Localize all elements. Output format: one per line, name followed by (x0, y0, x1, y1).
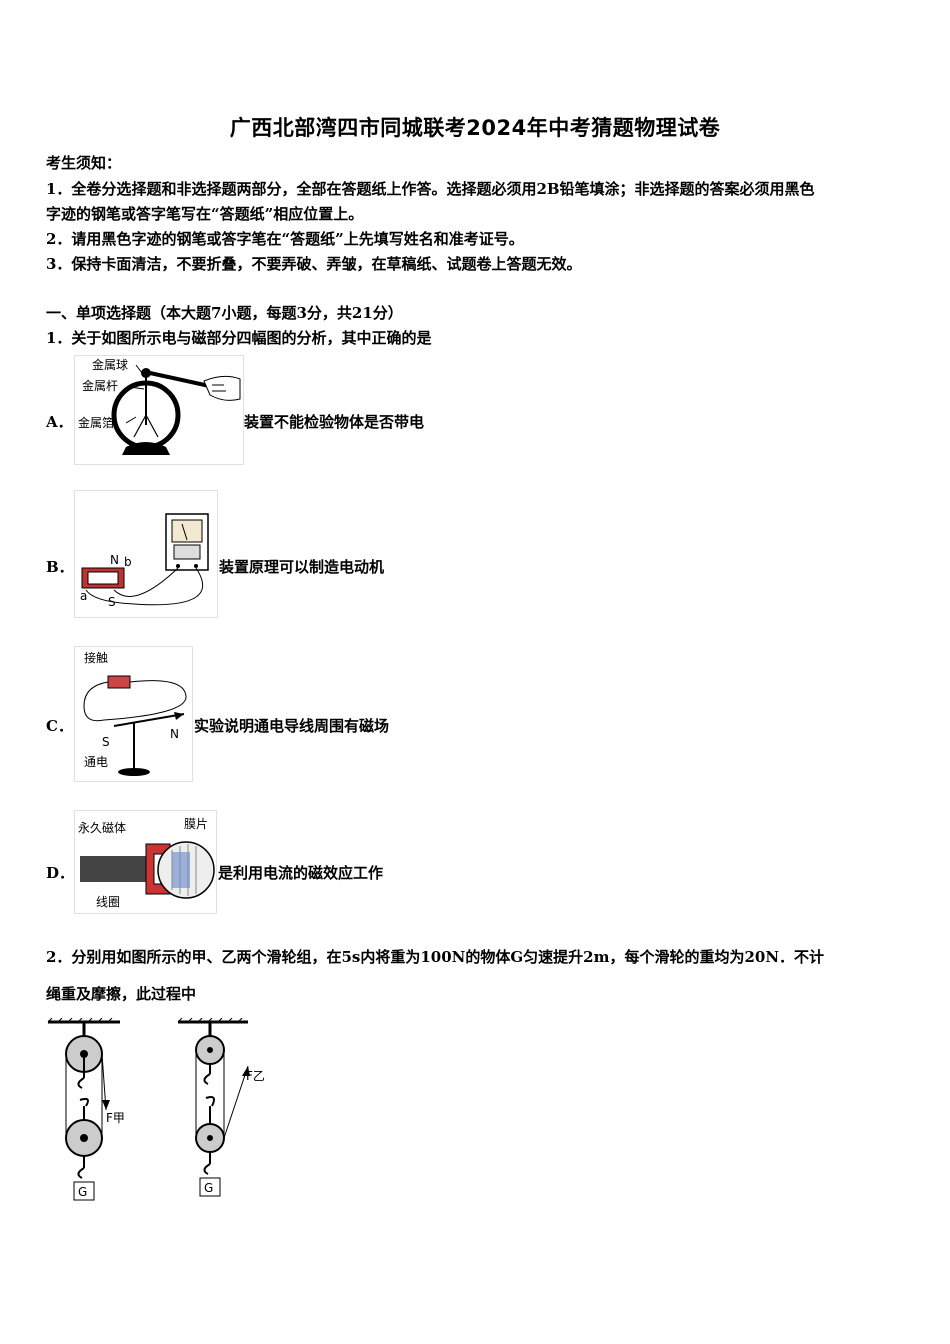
notice-item-2: 2．请用黑色字迹的钢笔或答字笔在“答题纸”上先填写姓名和准考证号。 (46, 230, 524, 248)
option-b-text: 装置原理可以制造电动机 (219, 558, 385, 576)
notice-item-1-line-2: 字迹的钢笔或答字笔写在“答题纸”相应位置上。 (46, 205, 364, 223)
generator-figure: N b a S (74, 490, 219, 618)
label-coil: 线圈 (96, 895, 120, 909)
pulley-figure-jia: F甲 G (46, 1018, 142, 1204)
label-permanent-magnet: 永久磁体 (78, 820, 126, 835)
label-energized: 通电 (84, 755, 108, 769)
notice-item-3: 3．保持卡面清洁，不要折叠，不要弄破、弄皱，在草稿纸、试题卷上答题无效。 (46, 255, 582, 273)
oersted-figure: 接触 S N 通电 (74, 646, 194, 782)
section-1-heading: 一、单项选择题（本大题7小题，每题3分，共21分） (46, 304, 403, 322)
notice-item-1-line-1: 1．全卷分选择题和非选择题两部分，全部在答题纸上作答。选择题必须用2B铅笔填涂；… (46, 180, 815, 198)
label-force-yi: F乙 (246, 1069, 265, 1083)
label-b: b (124, 555, 132, 569)
question-2-stem-line-1: 2．分别用如图所示的甲、乙两个滑轮组，在5s内将重为100N的物体G匀速提升2m… (46, 948, 825, 966)
label-force-jia: F甲 (106, 1111, 125, 1125)
label-metal-ball: 金属球 (92, 357, 128, 372)
label-south: S (108, 595, 116, 609)
label-diaphragm: 膜片 (184, 817, 208, 831)
label-weight-g1: G (78, 1185, 87, 1199)
option-a-letter: A． (46, 413, 73, 431)
option-d-text: 是利用电流的磁效应工作 (218, 864, 384, 882)
question-1-stem: 1．关于如图所示电与磁部分四幅图的分析，其中正确的是 (46, 329, 432, 347)
label-south-pole: S (102, 735, 110, 749)
label-weight-g2: G (204, 1181, 213, 1195)
option-c-letter: C． (46, 717, 73, 735)
option-b-letter: B． (46, 558, 74, 576)
page-title: 广西北部湾四市同城联考2024年中考猜题物理试卷 (229, 116, 721, 140)
notice-heading: 考生须知： (46, 154, 122, 172)
electroscope-figure: 金属球 金属杆 金属箔 (74, 355, 244, 465)
pulley-figure-yi: F乙 G (176, 1018, 272, 1204)
label-a: a (80, 589, 87, 603)
option-c-text: 实验说明通电导线周围有磁场 (194, 717, 390, 735)
option-d-letter: D． (46, 864, 75, 882)
label-north-pole: N (170, 727, 179, 741)
label-metal-foil: 金属箔 (78, 415, 114, 430)
option-a-text: 装置不能检验物体是否带电 (244, 413, 425, 431)
label-north: N (110, 553, 119, 567)
label-contact: 接触 (84, 650, 108, 665)
microphone-figure: 永久磁体 膜片 线圈 (74, 810, 218, 914)
label-metal-rod: 金属杆 (82, 378, 118, 393)
question-2-stem-line-2: 绳重及摩擦，此过程中 (46, 985, 197, 1003)
